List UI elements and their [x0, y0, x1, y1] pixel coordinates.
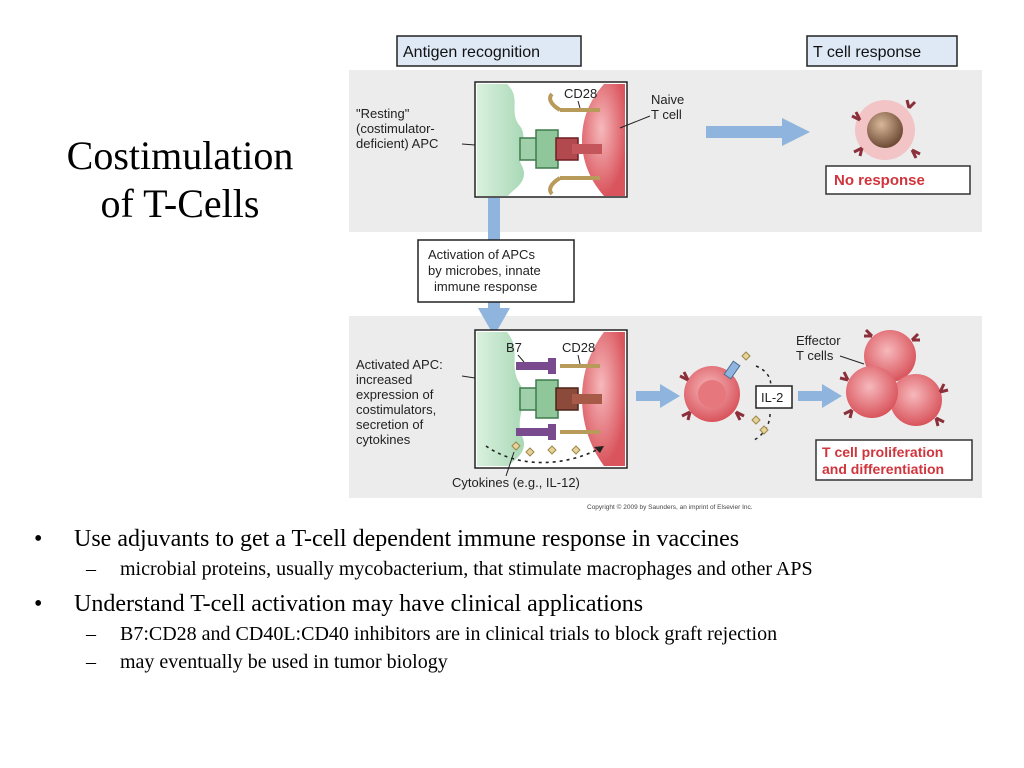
il2-text: IL-2 [761, 390, 783, 405]
top-cd28-receptors [548, 92, 600, 196]
header-left-text: Antigen recognition [403, 44, 540, 61]
header-t-cell-response: T cell response [806, 35, 958, 67]
slide-title: Costimulation of T-Cells [30, 132, 330, 228]
top-apc-label-line: (costimulator- [356, 121, 435, 136]
bottom-apc-label-line: cytokines [356, 432, 411, 447]
bottom-apc-label-line: expression of [356, 387, 434, 402]
bottom-cd28-label: CD28 [562, 340, 595, 355]
bullet-mark: – [86, 651, 96, 673]
title-line-1: Costimulation [66, 133, 294, 178]
costimulation-figure: Antigen recognition T cell response "Res… [349, 35, 982, 511]
top-apc-cell [477, 84, 525, 196]
bullet-text: may eventually be used in tumor biology [120, 651, 448, 673]
top-apc-label: "Resting" (costimulator- deficient) APC [356, 106, 438, 151]
il2-box: IL-2 [755, 385, 793, 409]
top-apc-label-line: "Resting" [356, 106, 410, 121]
bullet-mark: • [34, 526, 43, 552]
bottom-apc-label-line: secretion of [356, 417, 424, 432]
bullet-mark: – [86, 558, 96, 580]
bottom-apc-label: Activated APC: increased expression of c… [356, 357, 443, 447]
b7-label: B7 [506, 340, 522, 355]
top-mhc-tcr-complex [519, 129, 602, 169]
effector-pointer [839, 355, 865, 365]
top-apc-label-line: deficient) APC [356, 136, 438, 151]
no-response-text: No response [834, 172, 925, 189]
bottom-apc-cell [477, 332, 525, 466]
il2-particles [741, 351, 769, 435]
no-response-box: No response [825, 165, 971, 195]
bullet-level-2: – B7:CD28 and CD40L:CD40 inhibitors are … [34, 623, 994, 646]
proliferation-box: T cell proliferation and differentiation [815, 439, 973, 481]
bottom-apc-label-line: increased [356, 372, 412, 387]
bullet-level-2: – may eventually be used in tumor biolog… [34, 651, 994, 674]
bottom-apc-label-line: costimulators, [356, 402, 436, 417]
top-response-arrow [706, 118, 810, 146]
naive-t-cell-label: Naive T cell [651, 92, 684, 122]
naive-pointer [619, 115, 651, 129]
bullet-text: Use adjuvants to get a T-cell dependent … [74, 526, 740, 552]
bottom-arrow-1 [636, 384, 680, 408]
effector-label-line: T cells [796, 348, 834, 363]
bullet-text: B7:CD28 and CD40L:CD40 inhibitors are in… [120, 623, 778, 645]
bullet-list: • Use adjuvants to get a T-cell dependen… [34, 522, 994, 674]
activation-box: Activation of APCs by microbes, innate i… [417, 239, 575, 303]
header-antigen-recognition: Antigen recognition [396, 35, 582, 67]
bullet-level-1: • Understand T-cell activation may have … [34, 589, 994, 619]
effector-label-line: Effector [796, 333, 841, 348]
b7-pointer [517, 354, 525, 363]
top-cd28-pointer [577, 100, 581, 109]
cytokine-particles [511, 441, 581, 457]
bottom-cd28-pointer [577, 354, 581, 365]
copyright-text: Copyright © 2009 by Saunders, an imprint… [587, 503, 753, 511]
bottom-apc-label-line: Activated APC: [356, 357, 443, 372]
activated-t-cell [679, 360, 745, 422]
bullet-mark: • [34, 591, 43, 617]
activation-line: immune response [434, 279, 537, 294]
proliferation-line: and differentiation [822, 461, 944, 477]
bullet-level-1: • Use adjuvants to get a T-cell dependen… [34, 524, 994, 554]
cytokine-arrowhead [594, 446, 604, 453]
activation-line: by microbes, innate [428, 263, 541, 278]
resting-t-cell [851, 99, 921, 160]
effector-label: Effector T cells [796, 333, 841, 363]
effector-t-cells [839, 328, 949, 427]
title-line-2: of T-Cells [100, 181, 260, 226]
cytokines-label: Cytokines (e.g., IL-12) [452, 475, 580, 490]
b7-cd28-pairs [516, 358, 600, 440]
header-right-text: T cell response [813, 44, 921, 61]
bullet-text: microbial proteins, usually mycobacteriu… [120, 558, 813, 580]
activation-line: Activation of APCs [428, 247, 535, 262]
bullet-mark: – [86, 623, 96, 645]
bottom-mhc-tcr-complex [519, 379, 602, 419]
bottom-arrow-2 [798, 384, 842, 408]
naive-label-line: T cell [651, 107, 682, 122]
proliferation-line: T cell proliferation [822, 444, 943, 460]
cytokines-pointer [505, 451, 515, 477]
top-cd28-label: CD28 [564, 86, 597, 101]
bullet-level-2: – microbial proteins, usually mycobacter… [34, 558, 994, 581]
naive-label-line: Naive [651, 92, 684, 107]
bullet-text: Understand T-cell activation may have cl… [74, 591, 644, 617]
